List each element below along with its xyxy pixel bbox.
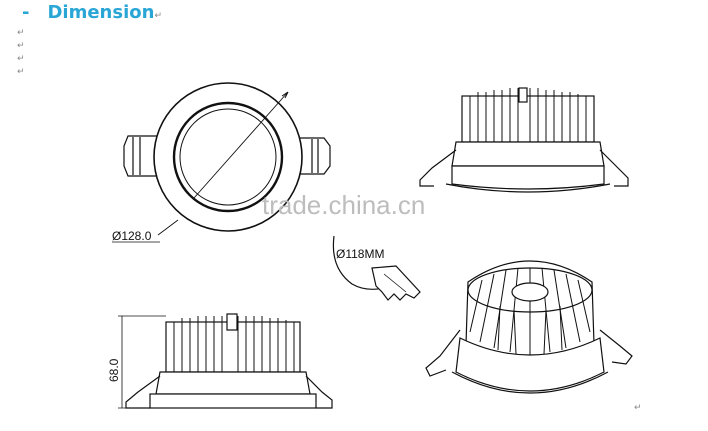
top-view: [123, 82, 331, 236]
paragraph-mark-icon: ↵: [17, 67, 25, 77]
side-view-bottom: [118, 313, 333, 409]
section-heading: -Dimension↵: [22, 2, 162, 23]
heading-text: Dimension: [47, 2, 155, 23]
outer-diameter-label: Ø128.0: [112, 229, 152, 243]
cutout-indicator: [332, 235, 421, 301]
paragraph-mark-icon: ↵: [17, 28, 25, 38]
side-view-top: [419, 87, 629, 193]
perspective-view: [425, 260, 633, 394]
heading-dash: -: [22, 2, 30, 23]
height-label: 68.0: [107, 358, 121, 382]
paragraph-mark-icon: ↵: [17, 54, 25, 64]
paragraph-mark-icon: ↵: [17, 41, 25, 51]
watermark-text: trade.china.cn: [262, 190, 425, 220]
paragraph-mark-icon: ↵: [154, 11, 162, 21]
paragraph-mark-icon: ↵: [634, 403, 642, 413]
cutout-label: Ø118MM: [336, 247, 384, 261]
